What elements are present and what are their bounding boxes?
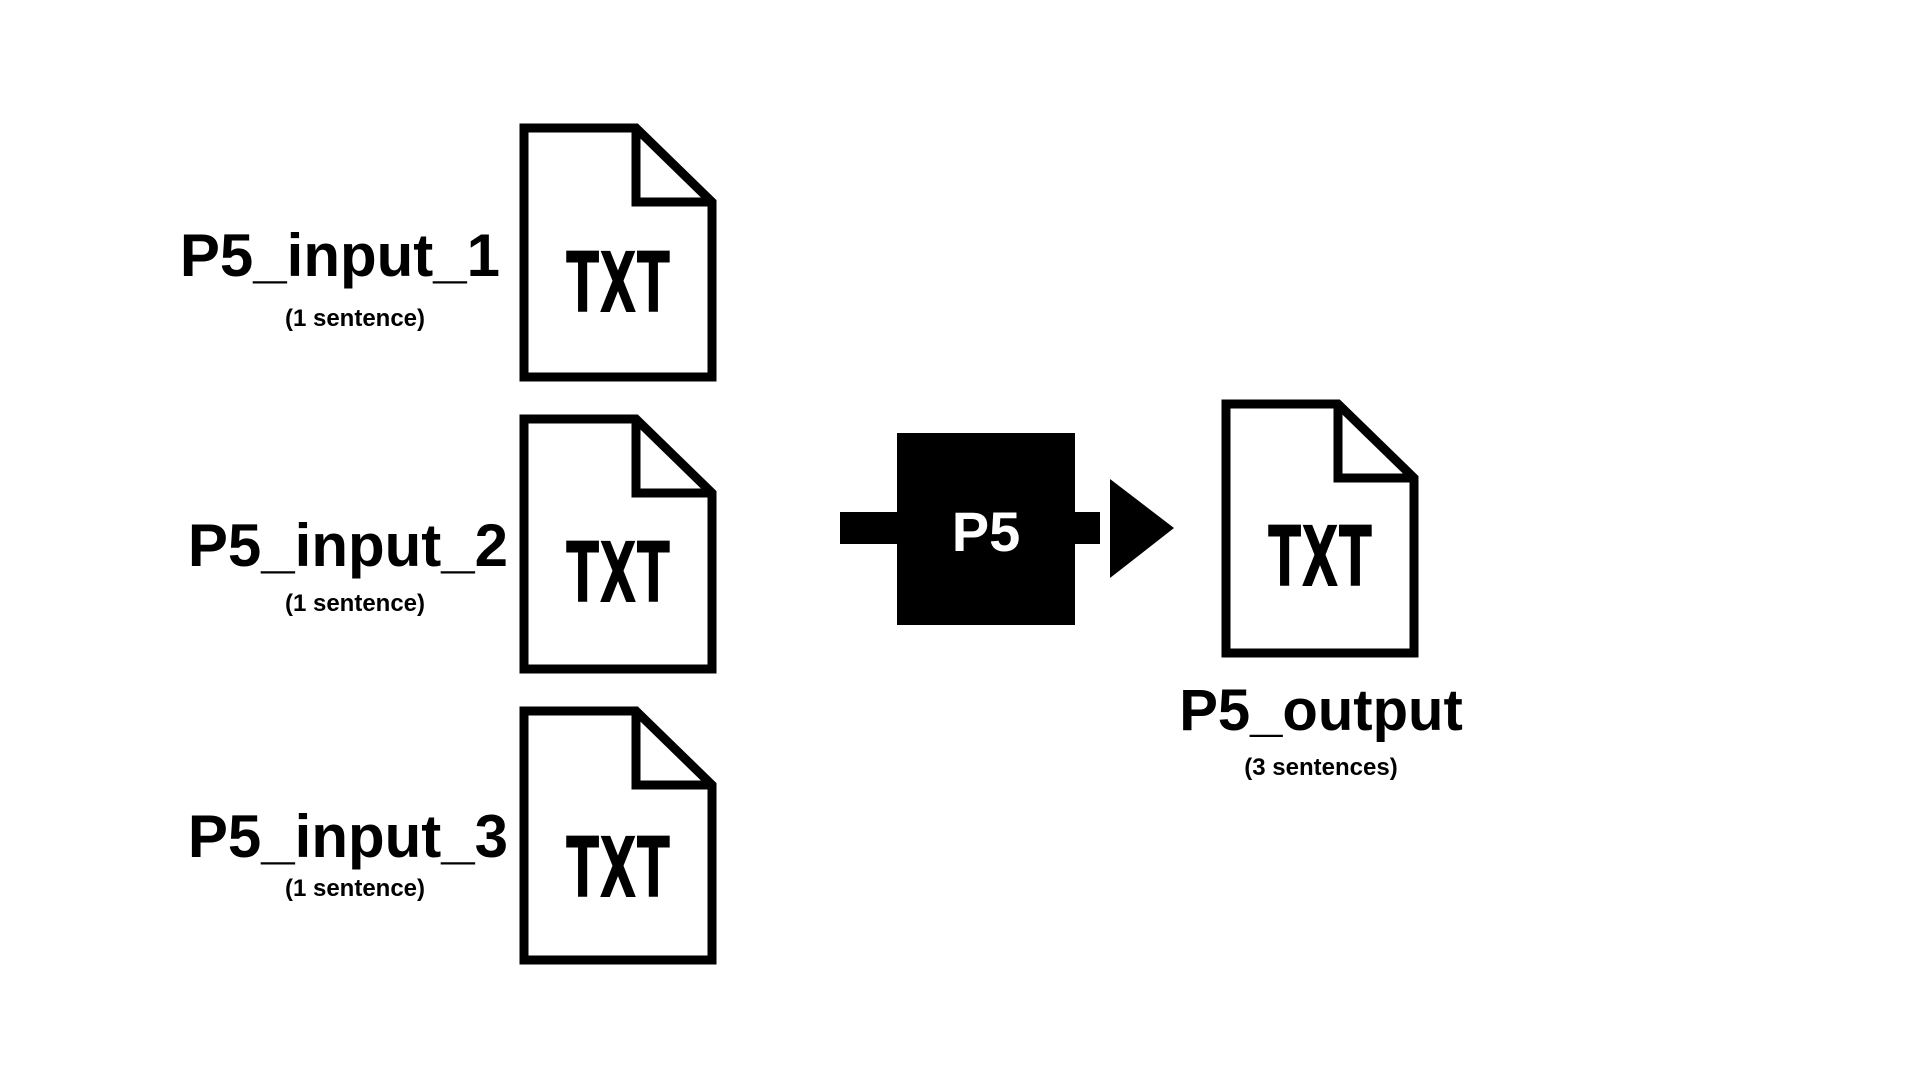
input-node-2: P5_input_2 (1 sentence) TXT [188,414,717,674]
process-label: P5 [952,500,1021,563]
input-1-name: P5_input_1 [180,222,500,289]
input-2-name: P5_input_2 [188,512,508,579]
txt-file-icon: TXT [1221,399,1419,658]
process-node: P5 [840,433,1174,625]
txt-file-icon: TXT [519,706,717,965]
txt-file-icon: TXT [519,123,717,382]
output-note: (3 sentences) [1244,754,1397,781]
input-node-3: P5_input_3 (1 sentence) TXT [188,706,717,965]
input-node-1: P5_input_1 (1 sentence) TXT [180,123,717,382]
input-3-note: (1 sentence) [285,875,425,902]
output-name: P5_output [1179,678,1463,743]
input-1-doc-label: TXT [566,234,670,332]
input-3-doc-label: TXT [566,819,670,917]
input-2-doc-label: TXT [566,524,670,622]
input-1-note: (1 sentence) [285,305,425,332]
output-node: TXT P5_output (3 sentences) [1179,399,1463,781]
txt-file-icon: TXT [519,414,717,674]
output-doc-label: TXT [1268,508,1372,606]
process-box [897,433,1075,625]
input-2-note: (1 sentence) [285,590,425,617]
input-3-name: P5_input_3 [188,803,508,870]
